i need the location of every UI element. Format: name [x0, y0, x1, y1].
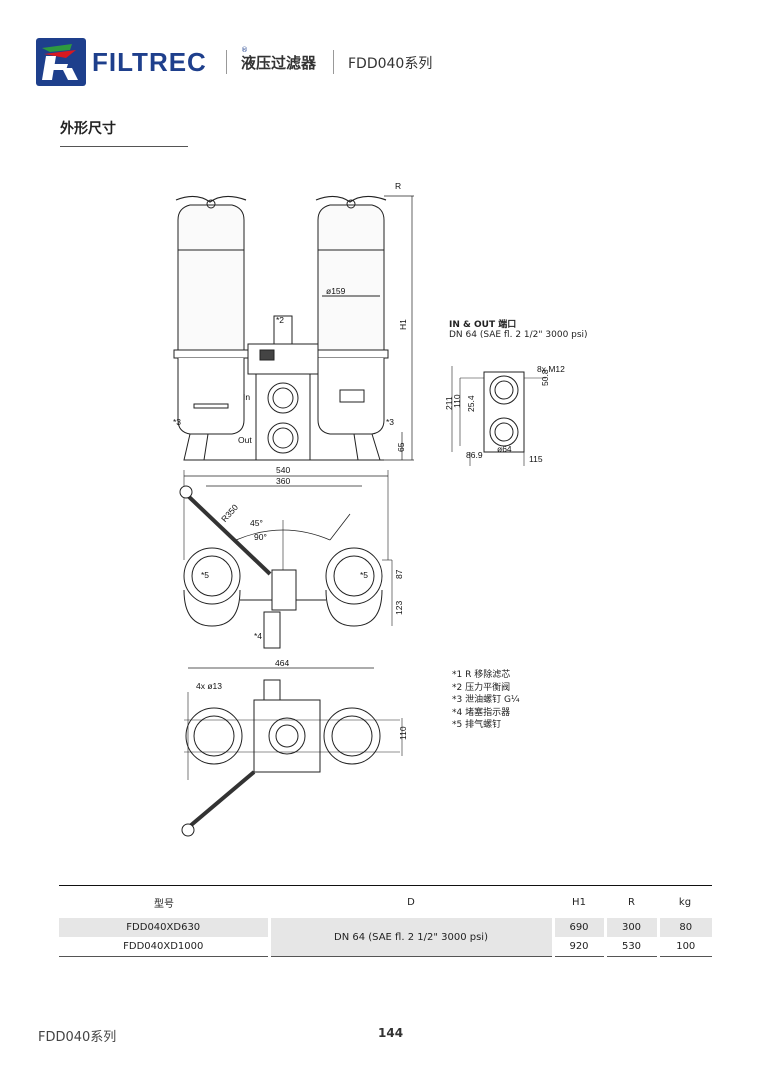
- dim-out: Out: [238, 435, 252, 445]
- dim-star2: *2: [276, 315, 284, 325]
- dim-115: 115: [529, 454, 543, 464]
- bottom-view: [181, 667, 403, 837]
- top-view: [179, 470, 393, 649]
- dim-dia159: ø159: [326, 286, 346, 296]
- legend-item: *2 压力平衡阀: [452, 682, 511, 693]
- dim-360: 360: [276, 476, 290, 486]
- dim-508: 50.8: [540, 369, 550, 386]
- dim-254: 25.4: [466, 395, 476, 412]
- notes-legend: *1 R 移除滤芯 *2 压力平衡阀 *3 泄油螺钉 G¼ *4 堵塞指示器 *…: [452, 669, 520, 732]
- dim-64: ø64: [497, 444, 512, 454]
- port-spec: DN 64 (SAE fl. 2 1/2" 3000 psi): [449, 330, 588, 340]
- dim-110b: 110: [398, 726, 408, 740]
- header-r: R: [605, 885, 658, 918]
- header-d: D: [269, 885, 553, 918]
- legend-item: *3 泄油螺钉 G¼: [452, 695, 520, 705]
- dim-869: 86.9: [466, 450, 483, 460]
- dim-110a: 110: [452, 394, 462, 408]
- cell-r: 300: [603, 918, 658, 937]
- section-title: 外形尺寸: [60, 121, 116, 137]
- registered-mark: ®: [241, 46, 248, 54]
- brand-name: FILTREC: [92, 47, 207, 77]
- legend-item: *4 堵塞指示器: [452, 707, 511, 718]
- dim-540: 540: [276, 465, 290, 475]
- technical-drawing: R H1 ø159 *2 *3 *3 In Out 65 8x M12 211 …: [173, 181, 565, 837]
- table-row: FDD040XD630 DN 64 (SAE fl. 2 1/2" 3000 p…: [59, 918, 712, 957]
- page-number: 144: [378, 1026, 404, 1040]
- dim-464: 464: [275, 658, 289, 668]
- dim-r: R: [395, 181, 401, 191]
- cell-kg: 100: [656, 937, 712, 957]
- legend-item: *1 R 移除滤芯: [452, 670, 511, 680]
- port-title: IN & OUT 端口: [449, 320, 517, 330]
- cell-d: DN 64 (SAE fl. 2 1/2" 3000 psi): [267, 918, 553, 957]
- dim-star5-right: *5: [360, 570, 368, 580]
- dim-123: 123: [394, 601, 404, 615]
- header-h1: H1: [553, 885, 605, 918]
- legend-item: *5 排气螺钉: [452, 720, 502, 730]
- header-model: 型号: [59, 885, 269, 918]
- page-header: FILTREC ® 液压过滤器 FDD040系列: [36, 38, 736, 86]
- cell-kg: 80: [656, 918, 712, 937]
- header-title: 液压过滤器: [241, 54, 317, 72]
- dim-star4: *4: [254, 631, 262, 641]
- dim-90: 90°: [254, 532, 267, 542]
- dim-holes: 4x ø13: [196, 681, 222, 691]
- port-detail: [451, 366, 546, 466]
- dim-45: 45°: [250, 518, 263, 528]
- header-divider: [333, 50, 334, 74]
- header-divider: [226, 50, 227, 74]
- header-series: FDD040系列: [348, 56, 433, 72]
- header-kg: kg: [658, 885, 712, 918]
- dim-in: In: [243, 392, 250, 402]
- cell-model: FDD040XD1000: [59, 937, 269, 957]
- cell-h1: 920: [551, 937, 605, 957]
- cell-r: 530: [603, 937, 658, 957]
- dim-star3-right: *3: [386, 417, 394, 427]
- table-header-row: 型号 D H1 R kg: [59, 885, 712, 918]
- front-dimensions: [322, 195, 414, 461]
- section-underline: [60, 146, 188, 147]
- dim-star3-left: *3: [173, 417, 181, 427]
- dim-87: 87: [394, 569, 404, 579]
- filtrec-logo: [36, 38, 86, 86]
- dim-m12: 8x M12: [537, 364, 565, 374]
- cell-model: FDD040XD630: [59, 918, 269, 937]
- footer-series: FDD040系列: [38, 1030, 117, 1045]
- table-row: FDD040XD1000 920 530 100: [59, 937, 712, 957]
- dim-211: 211: [444, 396, 454, 410]
- front-view: [173, 195, 389, 461]
- dim-r350: R350: [219, 502, 240, 524]
- dim-65: 65: [396, 442, 406, 452]
- dimensions-table: 型号 D H1 R kg FDD040XD630 DN 64 (SAE fl. …: [59, 885, 712, 957]
- dim-star5-left: *5: [201, 570, 209, 580]
- dim-h1: H1: [398, 319, 408, 330]
- cell-h1: 690: [551, 918, 605, 937]
